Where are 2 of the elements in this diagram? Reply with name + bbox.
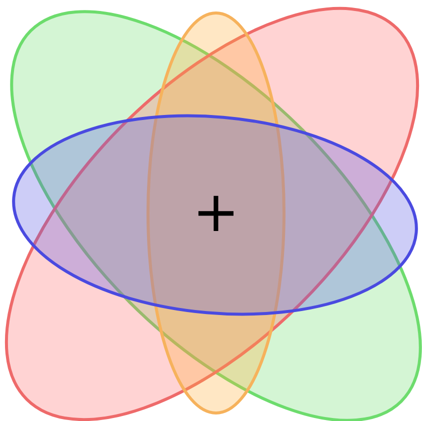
venn-ellipse bbox=[12, 114, 418, 316]
plus-sign: + bbox=[192, 185, 240, 241]
